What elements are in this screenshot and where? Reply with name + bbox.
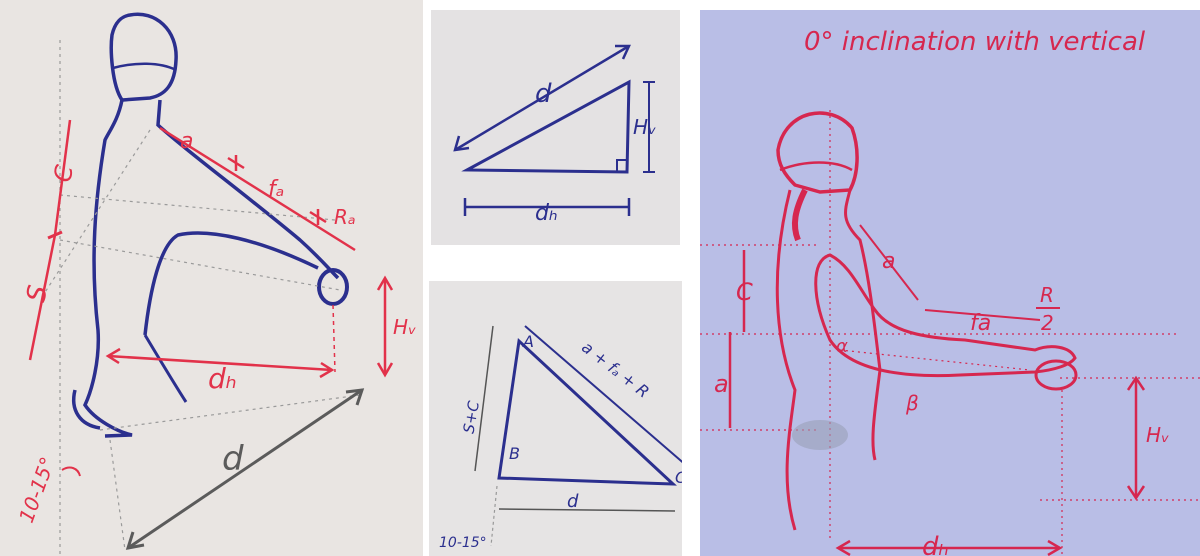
label-angle: 10-15° — [14, 454, 60, 526]
label-beta: β — [905, 391, 919, 415]
dim-arm-ticks — [227, 155, 327, 225]
vertical-posture-drawing: 0° inclination with vertical — [700, 27, 1200, 556]
d-arrow-bottom — [125, 531, 145, 550]
figure-chest-outline — [844, 189, 882, 461]
figure-arm-underside — [143, 334, 188, 403]
diagram-panel-reach-side-view: a fₐ Rₐ C S Hᵥ dₕ d 10-15° — [0, 0, 423, 556]
label-d: d — [535, 79, 552, 109]
label-alpha: α — [836, 336, 848, 357]
figure-hand — [317, 268, 349, 306]
label-a-arm: a — [882, 249, 895, 274]
figure-head-band — [112, 62, 177, 72]
reach-side-view-drawing: a fₐ Rₐ C S Hᵥ dₕ d 10-15° — [14, 12, 416, 556]
label-hypotenuse: a + fₐ + R — [578, 337, 653, 401]
dim-line-s — [28, 234, 57, 361]
dim-line-d — [454, 44, 630, 152]
shadow-blob — [792, 420, 848, 450]
label-a-left: a — [714, 370, 729, 398]
d-arrow-left — [453, 135, 470, 152]
figure-head — [109, 12, 178, 102]
triangle-abc — [497, 337, 677, 486]
dim-tick-cs — [47, 230, 63, 240]
diagram-panel-vertical-posture: 0° inclination with vertical — [700, 10, 1200, 556]
figure-back-outline — [156, 99, 340, 280]
figure-ear — [791, 188, 808, 242]
figure-hand — [1034, 359, 1078, 391]
dim-line-arm-segments — [159, 126, 356, 252]
label-vertex-a: A — [522, 332, 534, 351]
dim-line-c — [53, 119, 72, 236]
dh-arrow-right — [1047, 539, 1063, 556]
triangle-d-hv-drawing: d Hᵥ dₕ — [453, 44, 656, 226]
d-arrow-right — [615, 44, 631, 60]
label-c: C — [48, 163, 79, 185]
label-dh: dₕ — [535, 201, 558, 226]
dim-line-dh — [107, 354, 333, 372]
figure-head-band — [779, 161, 853, 172]
figure-head — [776, 111, 859, 194]
hv-arrow-bottom — [376, 362, 394, 378]
label-fa: fₐ — [268, 177, 284, 202]
label-a: a — [180, 129, 193, 154]
figure-torso-outline — [82, 99, 133, 438]
d-arrow-top — [345, 388, 365, 406]
dim-line-s-c — [474, 325, 494, 472]
label-d: d — [222, 439, 244, 479]
figure-back-outline — [775, 189, 797, 531]
label-vertex-c: C — [675, 468, 682, 487]
dim-line-base — [498, 508, 676, 512]
label-hv: Hᵥ — [633, 115, 656, 139]
construction-lines — [700, 110, 1200, 556]
label-dh: dₕ — [208, 362, 237, 395]
label-s: S — [21, 283, 53, 304]
label-c: C — [736, 278, 753, 306]
dim-line-hypotenuse — [524, 325, 682, 464]
triangle-d-hv — [461, 79, 631, 174]
label-r-numerator: R — [1040, 283, 1054, 307]
label-base: d — [567, 491, 579, 512]
diagram-panel-triangle-d-hv: d Hᵥ dₕ — [431, 10, 680, 245]
dim-line-a — [859, 224, 919, 301]
label-dh: dₕ — [922, 532, 949, 556]
dh-arrow-left — [105, 347, 121, 365]
dh-arrow-left — [835, 539, 851, 556]
triangle-abc-drawing: A B C a + fₐ + R S+C d 10-15° — [439, 325, 682, 551]
right-angle-mark — [616, 159, 627, 172]
label-vertex-b: B — [509, 444, 520, 463]
figure-hip — [72, 389, 101, 430]
label-fa: fa — [970, 311, 991, 336]
figure-lower-arm — [143, 231, 319, 336]
dh-extension-line — [332, 304, 336, 373]
label-angle: 10-15° — [439, 535, 487, 551]
hv-arrow-bottom — [1126, 485, 1146, 501]
dim-line-d — [127, 388, 363, 550]
hv-arrow-top — [376, 275, 394, 291]
label-r-denominator: 2 — [1041, 311, 1054, 335]
label-side: S+C — [460, 399, 483, 435]
label-hv: Hᵥ — [1146, 423, 1169, 447]
angle-arc — [61, 466, 81, 477]
vertical-reference — [490, 485, 498, 547]
diagram-panel-triangle-abc: A B C a + fₐ + R S+C d 10-15° — [429, 281, 682, 556]
dim-line-fa — [924, 309, 1041, 321]
construction-lines — [39, 40, 361, 556]
label-hv: Hᵥ — [393, 315, 416, 339]
diagram-title: 0° inclination with vertical — [804, 27, 1146, 57]
dh-arrow-right — [319, 361, 335, 379]
hv-arrow-top — [1126, 375, 1146, 391]
figure-arm — [814, 253, 1077, 378]
label-ra: Rₐ — [334, 205, 356, 229]
